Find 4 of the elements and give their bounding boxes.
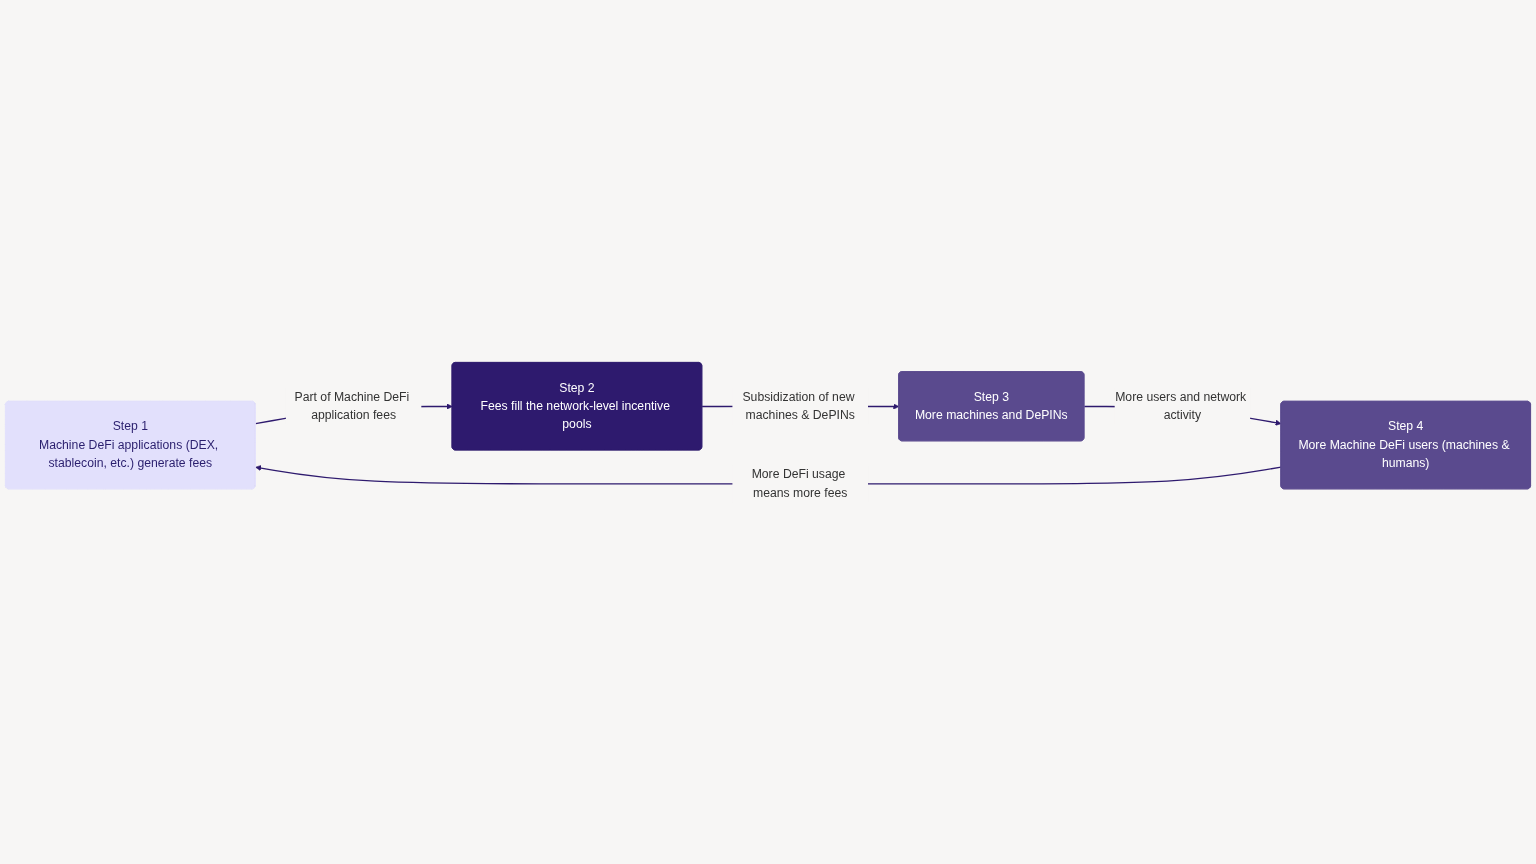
edge-label: More users and network activity — [1115, 389, 1247, 422]
edge-label: Part of Machine DeFi application fees — [294, 389, 410, 422]
edge-label: Subsidization of new machines & DePINs — [742, 389, 855, 422]
edge-label: More DeFi usage means more fees — [751, 467, 848, 500]
